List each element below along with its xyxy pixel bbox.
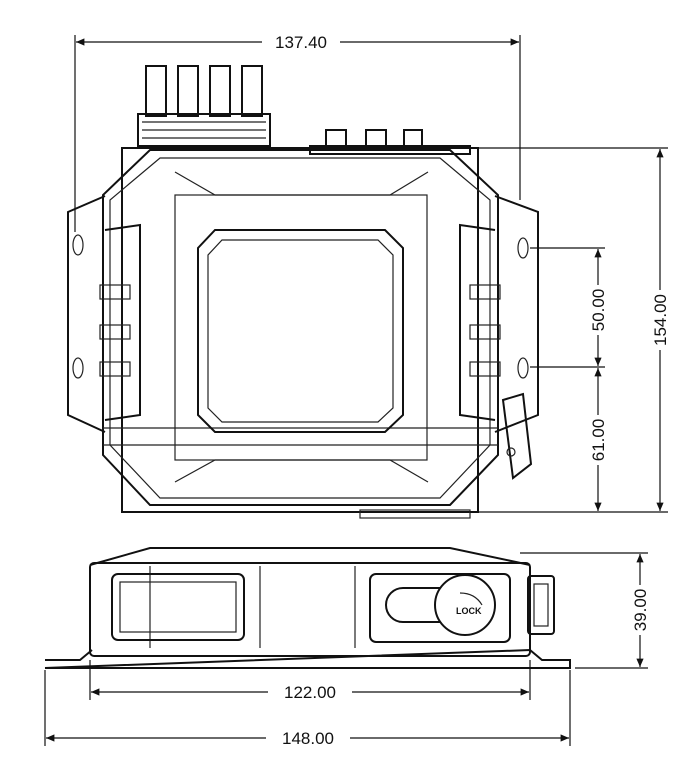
dim-total-width: 148.00 bbox=[282, 729, 334, 748]
lock-knob bbox=[434, 574, 496, 636]
dimension-148-00: 148.00 bbox=[44, 670, 571, 748]
dim-total-height: 154.00 bbox=[651, 294, 670, 346]
dim-side-height: 39.00 bbox=[631, 589, 650, 632]
side-view: LOCK bbox=[44, 547, 571, 669]
dim-hole-to-bottom: 61.00 bbox=[589, 419, 608, 462]
side-connector bbox=[527, 575, 555, 635]
dim-hole-spacing: 50.00 bbox=[589, 289, 608, 332]
dimension-50-00: 50.00 bbox=[530, 247, 608, 368]
lock-housing bbox=[369, 573, 511, 643]
dimension-61-00: 61.00 bbox=[588, 368, 608, 511]
dim-top-width: 137.40 bbox=[275, 33, 327, 52]
dimension-154-00: 154.00 bbox=[470, 147, 670, 513]
housing-back bbox=[121, 147, 479, 513]
body-outline bbox=[102, 149, 499, 506]
display-window bbox=[197, 229, 404, 433]
dimension-137-40: 137.40 bbox=[74, 32, 521, 232]
left-bracket bbox=[67, 195, 106, 433]
antennas bbox=[137, 65, 271, 147]
dimension-122-00: 122.00 bbox=[89, 660, 531, 702]
dim-body-width: 122.00 bbox=[284, 683, 336, 702]
dimension-39-00: 39.00 bbox=[520, 552, 650, 669]
top-view bbox=[67, 65, 539, 519]
side-window bbox=[111, 573, 245, 641]
right-bracket bbox=[494, 195, 539, 433]
lock-label: LOCK bbox=[456, 606, 482, 616]
